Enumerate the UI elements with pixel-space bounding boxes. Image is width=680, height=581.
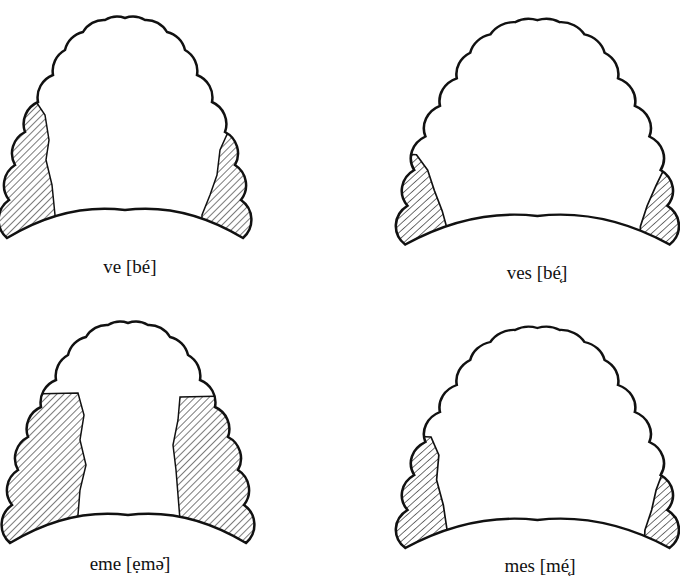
palate-figure <box>0 322 268 575</box>
caption-label: eme [ẹmə̇] <box>88 553 173 575</box>
caption-label: ves [bé̜̜] <box>505 262 570 284</box>
palate-figure <box>381 327 680 580</box>
palate-figure <box>381 19 680 277</box>
caption-label: ve [bé] <box>101 256 158 278</box>
caption-label: mes [mé̜̜] <box>502 555 577 577</box>
palate-figure <box>0 17 265 270</box>
